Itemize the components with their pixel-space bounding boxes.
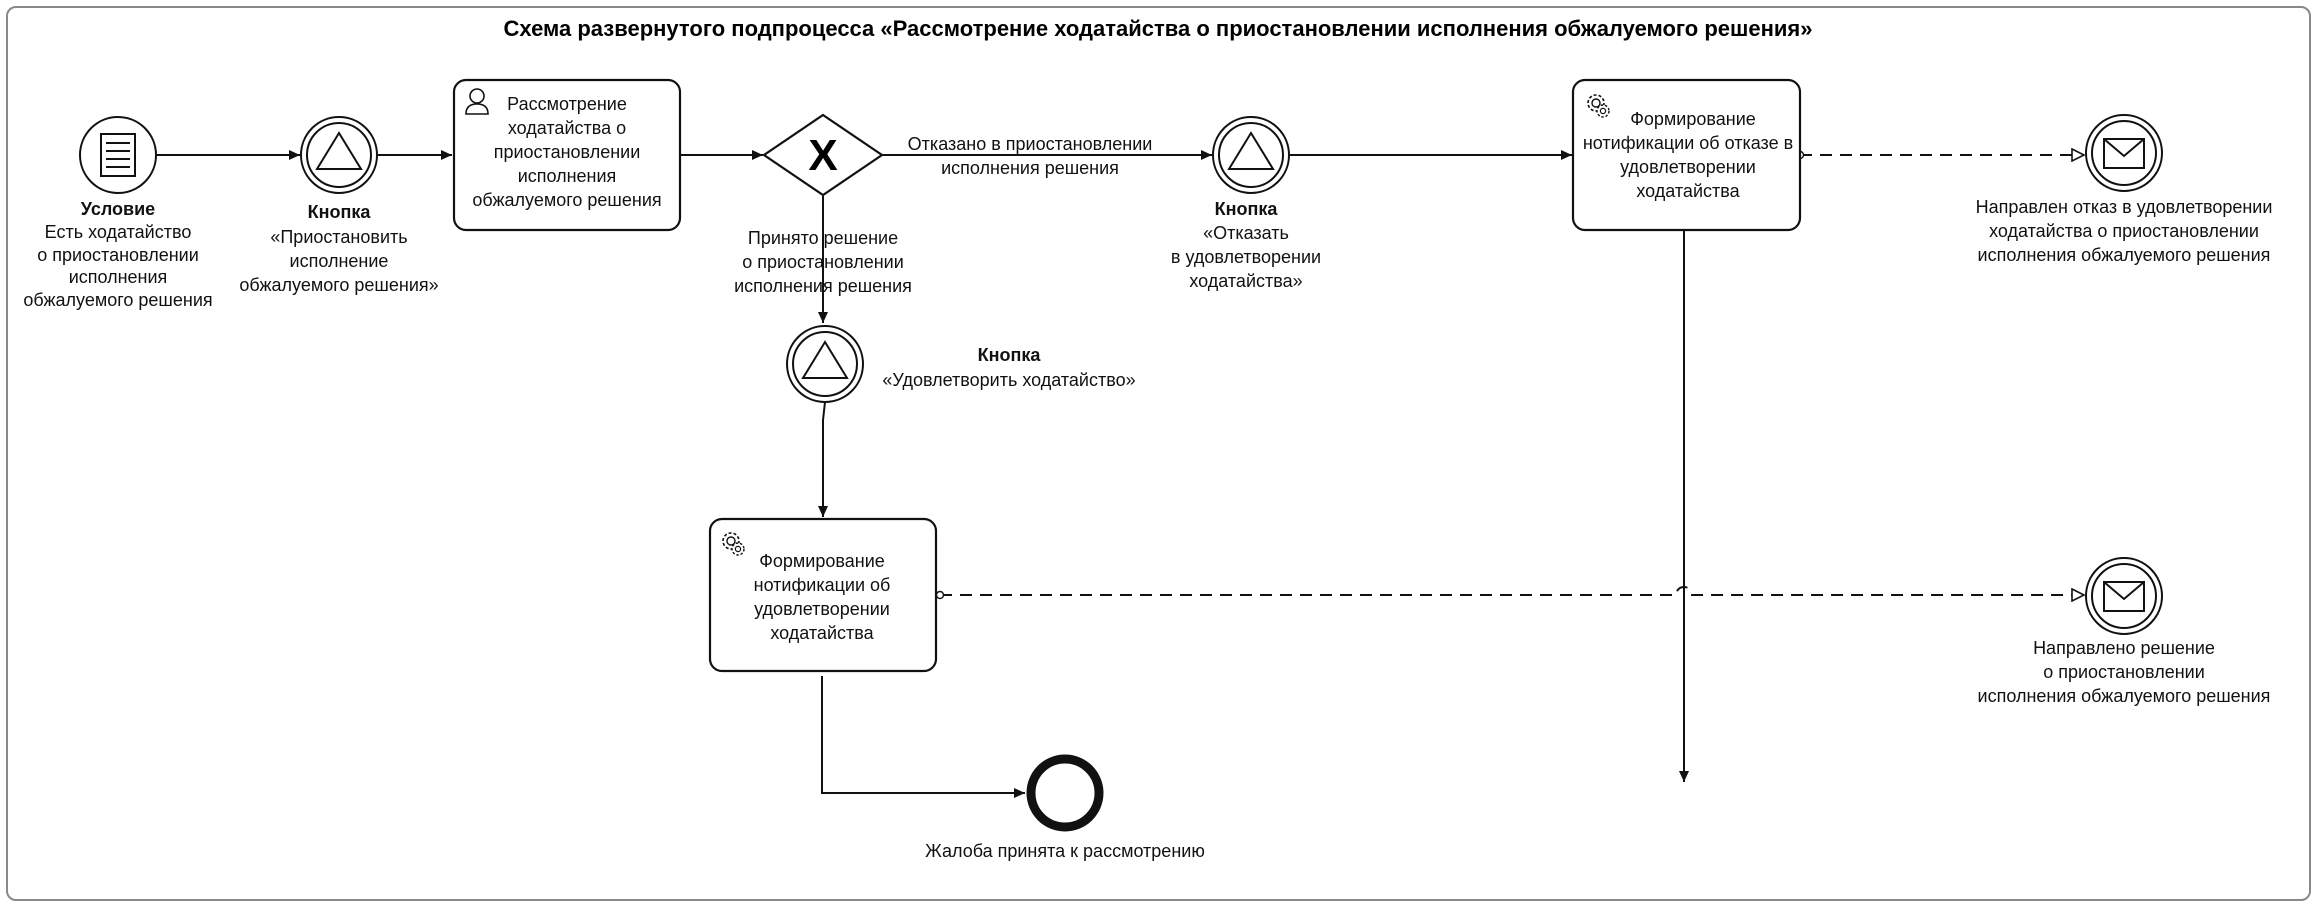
button-refuse-line: в удовлетворении	[1171, 247, 1321, 267]
message-event-approval	[2085, 557, 2163, 635]
button-suspend-line: исполнение	[290, 251, 389, 271]
task-review-line: исполнения	[518, 166, 617, 186]
end-circle-icon	[1026, 754, 1104, 832]
diagram-title: Схема развернутого подпроцесса «Рассмотр…	[504, 16, 1813, 41]
task-approval-notice-line: ходатайства	[770, 623, 874, 643]
triangle-signal-icon	[801, 340, 849, 379]
task-review-line: обжалуемого решения	[472, 190, 661, 210]
triangle-signal-icon	[1227, 131, 1275, 170]
user-icon	[465, 88, 489, 115]
start-event-line: исполнения	[69, 267, 168, 287]
msg-refusal-line: ходатайства о приостановлении	[1989, 221, 2259, 241]
start-event	[79, 116, 157, 194]
msg-approval-line: о приостановлении	[2043, 662, 2205, 682]
message-flow-approval	[940, 586, 2084, 595]
msg-approval-line: Направлено решение	[2033, 638, 2215, 658]
button-suspend-line: «Приостановить	[270, 227, 407, 247]
button-satisfy-heading: Кнопка	[978, 345, 1042, 365]
task-refusal-notice-line: ходатайства	[1636, 181, 1740, 201]
gear-icon	[1587, 94, 1610, 118]
start-event-line: о приостановлении	[37, 245, 199, 265]
task-approval-notice[interactable]: Формирование нотификации об удовлетворен…	[708, 517, 938, 673]
flow-accepted-label: исполнения решения	[734, 276, 912, 296]
envelope-icon	[2103, 581, 2145, 612]
flow-refused-label: исполнения решения	[941, 158, 1119, 178]
message-event-refusal	[2085, 114, 2163, 192]
task-approval-notice-line: удовлетворении	[754, 599, 890, 619]
flow-approval-task-to-end	[821, 676, 1025, 798]
triangle-signal-icon	[315, 131, 363, 170]
button-refuse-line: ходатайства»	[1189, 271, 1302, 291]
msg-approval-line: исполнения обжалуемого решения	[1978, 686, 2271, 706]
task-refusal-notice-line: Формирование	[1630, 109, 1756, 129]
task-review-line: Рассмотрение	[507, 94, 627, 114]
button-suspend-event[interactable]	[300, 116, 378, 194]
msg-refusal-line: Направлен отказ в удовлетворении	[1976, 197, 2273, 217]
end-event-label: Жалоба принята к рассмотрению	[925, 841, 1205, 861]
gear-icon	[722, 532, 745, 556]
envelope-icon	[2103, 138, 2145, 169]
button-refuse-line: «Отказать	[1203, 223, 1289, 243]
exclusive-gateway: X	[762, 113, 884, 197]
task-refusal-notice-line: нотификации об отказе в	[1583, 133, 1793, 153]
flow-refused-label: Отказано в приостановлении	[908, 134, 1153, 154]
flow-accepted-label: о приостановлении	[742, 252, 904, 272]
task-approval-notice-line: Формирование	[759, 551, 885, 571]
flow-accepted-label: Принято решение	[748, 228, 898, 248]
task-review-line: приостановлении	[494, 142, 641, 162]
button-refuse-heading: Кнопка	[1215, 199, 1279, 219]
button-satisfy-event[interactable]	[786, 325, 864, 403]
start-event-line: Есть ходатайство	[45, 222, 192, 242]
task-refusal-notice-line: удовлетворении	[1620, 157, 1756, 177]
gateway-x-icon: X	[808, 131, 837, 180]
task-approval-notice-line: нотификации об	[754, 575, 891, 595]
start-event-line: обжалуемого решения	[23, 290, 212, 310]
task-review-line: ходатайства о	[508, 118, 626, 138]
button-suspend-heading: Кнопка	[308, 202, 372, 222]
task-refusal-notice[interactable]: Формирование нотификации об отказе в удо…	[1571, 78, 1802, 232]
button-satisfy-line: «Удовлетворить ходатайство»	[882, 370, 1135, 390]
msg-refusal-line: исполнения обжалуемого решения	[1978, 245, 2271, 265]
start-event-heading: Условие	[81, 199, 155, 219]
task-review[interactable]: Рассмотрение ходатайства о приостановлен…	[452, 78, 682, 232]
button-refuse-event[interactable]	[1212, 116, 1290, 194]
flow-satisfy-button-to-task	[818, 401, 828, 517]
button-suspend-line: обжалуемого решения»	[239, 275, 438, 295]
document-list-icon	[100, 133, 136, 177]
